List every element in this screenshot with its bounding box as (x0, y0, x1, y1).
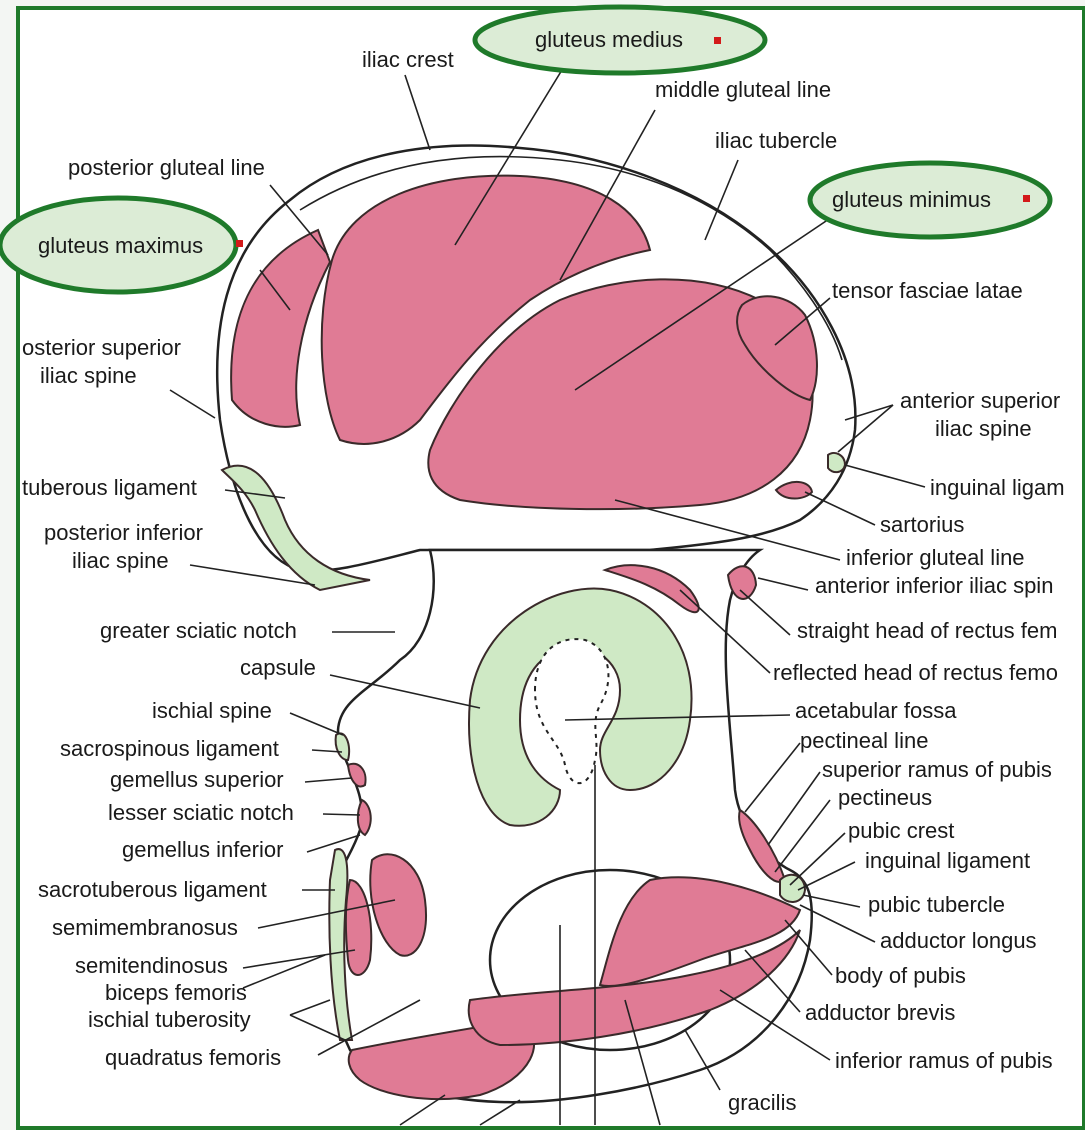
label-lesser-sciatic-notch: lesser sciatic notch (108, 800, 294, 825)
label-quadratus-femoris: quadratus femoris (105, 1045, 281, 1070)
label-biceps-femoris: biceps femoris (105, 980, 247, 1005)
label-capsule: capsule (240, 655, 316, 680)
label-semitendinosus: semitendinosus (75, 953, 228, 978)
label-middle-gluteal-line: middle gluteal line (655, 77, 831, 102)
label-gemellus-inferior: gemellus inferior (122, 837, 283, 862)
label-semimembranosus: semimembranosus (52, 915, 238, 940)
label-posterior-superior-2: iliac spine (40, 363, 137, 388)
label-gluteus-medius: gluteus medius (535, 27, 683, 52)
label-inferior-gluteal-line: inferior gluteal line (846, 545, 1025, 570)
marker-gluteus-maximus (236, 240, 243, 247)
label-gluteus-minimus: gluteus minimus (832, 187, 991, 212)
label-adductor-brevis: adductor brevis (805, 1000, 955, 1025)
marker-gluteus-medius (714, 37, 721, 44)
label-posterior-superior-1: osterior superior (22, 335, 181, 360)
label-iliac-crest: iliac crest (362, 47, 454, 72)
label-iliac-tubercle: iliac tubercle (715, 128, 837, 153)
label-gemellus-superior: gemellus superior (110, 767, 284, 792)
label-ischial-tuberosity: ischial tuberosity (88, 1007, 251, 1032)
label-adductor-longus: adductor longus (880, 928, 1037, 953)
label-reflected-head: reflected head of rectus femo (773, 660, 1058, 685)
label-tuberous-ligament: tuberous ligament (22, 475, 197, 500)
label-anterior-superior-1: anterior superior (900, 388, 1060, 413)
label-pectineal-line: pectineal line (800, 728, 928, 753)
label-posterior-inferior-2: iliac spine (72, 548, 169, 573)
label-ischial-spine: ischial spine (152, 698, 272, 723)
label-posterior-inferior-1: posterior inferior (44, 520, 203, 545)
label-pubic-tubercle: pubic tubercle (868, 892, 1005, 917)
label-gluteus-maximus: gluteus maximus (38, 233, 203, 258)
marker-gluteus-minimus (1023, 195, 1030, 202)
label-gracilis: gracilis (728, 1090, 796, 1115)
label-body-of-pubis: body of pubis (835, 963, 966, 988)
label-straight-head: straight head of rectus fem (797, 618, 1057, 643)
label-sacrospinous-ligament: sacrospinous ligament (60, 736, 279, 761)
label-posterior-gluteal-line: posterior gluteal line (68, 155, 265, 180)
label-inferior-ramus: inferior ramus of pubis (835, 1048, 1053, 1073)
inguinal-ligament-origin (828, 453, 845, 472)
label-sartorius: sartorius (880, 512, 964, 537)
label-greater-sciatic-notch: greater sciatic notch (100, 618, 297, 643)
label-inguinal-ligam: inguinal ligam (930, 475, 1065, 500)
label-superior-ramus: superior ramus of pubis (822, 757, 1052, 782)
label-acetabular-fossa: acetabular fossa (795, 698, 957, 723)
label-anterior-inferior-iliac-spin: anterior inferior iliac spin (815, 573, 1053, 598)
label-anterior-superior-2: iliac spine (935, 416, 1032, 441)
label-tensor-fasciae-latae: tensor fasciae latae (832, 278, 1023, 303)
label-pectineus: pectineus (838, 785, 932, 810)
label-inguinal-ligament: inguinal ligament (865, 848, 1030, 873)
label-sacrotuberous-ligament: sacrotuberous ligament (38, 877, 267, 902)
label-pubic-crest: pubic crest (848, 818, 954, 843)
